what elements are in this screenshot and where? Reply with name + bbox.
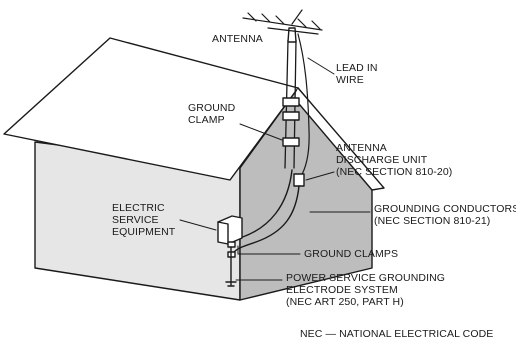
label-power-service-grounding: POWER SERVICE GROUNDING ELECTRODE SYSTEM… [286,272,445,308]
label-electric-service-line2: SERVICE [112,214,159,226]
leader-lead-in-wire [307,57,335,75]
mast-bracket-middle [282,111,300,121]
label-grounding-conductors-line1: GROUNDING CONDUCTORS [374,203,516,215]
label-grounding-conductors: GROUNDING CONDUCTORS (NEC SECTION 810-21… [374,203,516,227]
label-lead-in-wire-line1: LEAD IN [336,62,378,74]
label-lead-in-wire-line2: WIRE [336,74,364,86]
mast-bracket-upper [282,97,300,107]
antenna-elements [242,9,323,35]
label-power-service-line1: POWER SERVICE GROUNDING [286,272,446,284]
label-antenna-discharge-unit-line1: ANTENNA [336,142,387,154]
label-antenna-discharge-unit: ANTENNA DISCHARGE UNIT (NEC SECTION 810-… [336,142,452,178]
label-electric-service-line3: EQUIPMENT [112,226,176,238]
label-antenna-discharge-unit-line2: DISCHARGE UNIT [336,154,428,166]
antenna-discharge-unit [293,173,305,187]
mast-bracket-lower [282,137,300,147]
label-ground-clamp: GROUND CLAMP [188,102,235,126]
label-antenna-discharge-unit-line3: (NEC SECTION 810-20) [336,166,453,178]
label-electric-service-equipment: ELECTRIC SERVICE EQUIPMENT [112,202,175,238]
label-ground-clamp-line2: CLAMP [188,114,225,126]
leader-ground-clamps [237,245,301,255]
label-ground-clamp-line1: GROUND [188,102,236,114]
label-grounding-conductors-line2: (NEC SECTION 810-21) [374,215,491,227]
leader-electric-service [179,219,217,231]
label-power-service-line3: (NEC ART 250, PART H) [286,296,404,308]
leader-ground-clamp [239,123,283,141]
label-nec-footnote: NEC — NATIONAL ELECTRICAL CODE [300,328,494,340]
ground-clamp-top [227,241,236,248]
label-antenna: ANTENNA [212,33,263,45]
grounding-electrode-rod [225,246,237,287]
label-ground-clamps: GROUND CLAMPS [304,248,399,260]
electric-service-box-face [217,221,229,245]
leader-discharge-unit [305,171,335,181]
lead-in-wire [297,33,310,179]
house-roof-overhang [293,87,385,191]
label-power-service-line2: ELECTRODE SYSTEM [286,284,398,296]
label-lead-in-wire: LEAD IN WIRE [336,62,378,86]
electric-service-box [217,215,243,245]
label-electric-service-line1: ELECTRIC [112,202,165,214]
